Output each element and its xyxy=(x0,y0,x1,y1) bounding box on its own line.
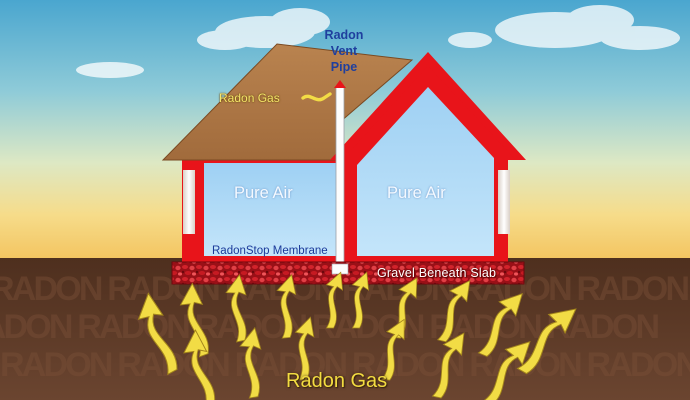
left-pillar xyxy=(183,170,195,234)
radon-gas-bottom-label: Radon Gas xyxy=(286,370,388,392)
membrane-label: RadonStop Membrane xyxy=(212,245,328,257)
house xyxy=(161,43,526,262)
gravel-label: Gravel Beneath Slab xyxy=(377,266,497,280)
right-room-interior xyxy=(357,87,494,256)
right-roof-frame xyxy=(330,52,526,160)
vent-pipe-label-line3: Pipe xyxy=(330,60,358,74)
pure-air-left-label: Pure Air xyxy=(234,184,293,202)
vent-pipe-label-line1: Radon xyxy=(324,28,364,42)
radon-watermark: RADON RADON RADON RADON RADON RADON RADO… xyxy=(0,270,690,384)
radon-gas-top-label: Radon Gas xyxy=(219,91,280,105)
left-roof xyxy=(161,43,414,161)
watermark-row: RADON RADON RADON RADON RADON RADON xyxy=(0,346,690,384)
vent-pipe-label: Radon Vent Pipe xyxy=(312,27,376,75)
right-pillar xyxy=(498,170,510,234)
radon-vent-pipe xyxy=(334,80,346,271)
left-room-interior xyxy=(204,163,336,256)
floor-slab xyxy=(198,256,506,262)
pure-air-right-label: Pure Air xyxy=(387,184,446,202)
vent-pipe-label-line2: Vent xyxy=(330,44,358,58)
cloud-group xyxy=(76,5,680,78)
radon-gas-wisp-icon xyxy=(301,92,332,102)
